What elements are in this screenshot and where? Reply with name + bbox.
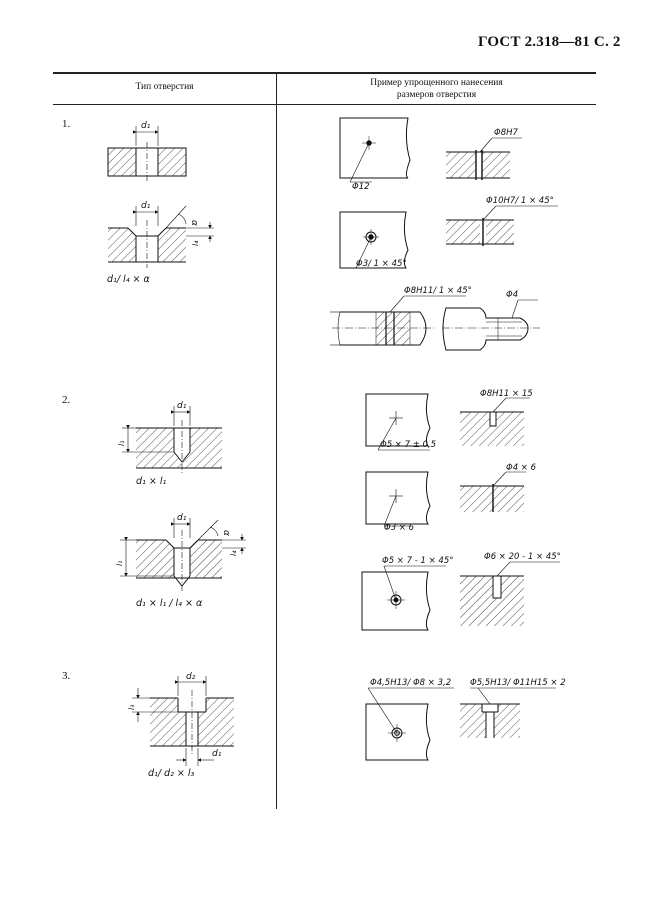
row1-label-alpha: α bbox=[189, 220, 199, 226]
row-number-2: 2. bbox=[62, 394, 71, 406]
row1-plain-hole-drawing bbox=[107, 126, 187, 182]
row1-example-b-plan bbox=[339, 211, 409, 269]
row2-blind-hole-drawing bbox=[122, 406, 222, 474]
row2-formula-csk: d₁ × l₁ / l₄ × α bbox=[136, 598, 203, 609]
row2-example-b-section bbox=[460, 471, 526, 512]
row3-example-a-right-label: Φ5,5H13/ Φ11H15 × 2 bbox=[470, 678, 566, 688]
row1-label-d1-top: d₁ bbox=[141, 121, 151, 131]
row2-example-a-left-label: Φ5 × 7 ± 0,5 bbox=[380, 440, 436, 450]
row2-label-d1-csk: d₁ bbox=[177, 513, 187, 523]
row2-label-l1-csk: l₁ bbox=[115, 561, 124, 566]
row1-example-a-right-label: Φ8H7 bbox=[494, 128, 518, 138]
row2-label-d1-top: d₁ bbox=[177, 401, 187, 411]
row2-example-c-right-label: Φ6 × 20 - 1 × 45° bbox=[484, 552, 561, 562]
row1-example-c-shaft bbox=[330, 295, 540, 351]
row2-example-b-left-label: Φ3 × 6 bbox=[384, 523, 415, 533]
row1-example-a-left-label: Φ12 bbox=[352, 182, 370, 192]
row1-example-c-left-label: Φ8H11/ 1 × 45° bbox=[404, 286, 472, 296]
row2-example-a-section bbox=[460, 397, 530, 446]
row2-label-l4: l₄ bbox=[229, 550, 238, 556]
row2-countersunk-blind-hole-drawing bbox=[120, 518, 246, 592]
row1-label-d1-csk: d₁ bbox=[141, 201, 151, 211]
row1-example-b-section bbox=[446, 205, 558, 246]
row1-countersunk-hole-drawing bbox=[108, 205, 214, 268]
page-header: ГОСТ 2.318—81 С. 2 bbox=[478, 34, 621, 50]
row1-example-c-right-label: Φ4 bbox=[506, 290, 518, 300]
row3-example-a-plan bbox=[365, 687, 454, 761]
row2-label-alpha: α bbox=[221, 530, 231, 536]
row1-example-b-left-label: Φ3/ 1 × 45° bbox=[356, 259, 407, 269]
row3-example-a-left-label: Φ4,5H13/ Φ8 × 3,2 bbox=[370, 678, 451, 688]
row2-example-a-plan bbox=[365, 393, 431, 451]
row3-example-a-section bbox=[460, 687, 556, 738]
row3-label-l3: l₃ bbox=[127, 705, 136, 710]
row1-formula: d₁/ l₄ × α bbox=[107, 274, 151, 285]
row2-formula-top: d₁ × l₁ bbox=[136, 476, 166, 487]
row1-example-a-section bbox=[446, 137, 522, 180]
column-header-type: Тип отверстия bbox=[135, 82, 194, 92]
row3-counterbore-hole-drawing bbox=[132, 676, 234, 766]
row2-example-b-right-label: Φ4 × 6 bbox=[506, 463, 537, 473]
row3-formula: d₁/ d₂ × l₃ bbox=[148, 768, 195, 779]
row1-example-b-right-label: Φ10H7/ 1 × 45° bbox=[486, 196, 554, 206]
column-header-example-line2: размеров отверстия bbox=[396, 90, 477, 100]
row2-example-b-plan bbox=[365, 471, 431, 527]
row2-example-c-left-label: Φ5 × 7 - 1 × 45° bbox=[382, 556, 454, 566]
row2-label-l1-top: l₁ bbox=[117, 441, 126, 446]
row-number-1: 1. bbox=[62, 118, 71, 130]
column-header-example: Пример упрощенного нанесения размеров от… bbox=[277, 77, 596, 101]
column-header-example-line1: Пример упрощенного нанесения bbox=[370, 78, 503, 88]
table-header-rule bbox=[53, 104, 596, 105]
row3-label-d2: d₂ bbox=[186, 672, 196, 682]
row-number-3: 3. bbox=[62, 670, 71, 682]
row2-example-a-right-label: Φ8H11 × 15 bbox=[480, 389, 533, 399]
table-column-divider bbox=[276, 72, 277, 809]
row2-example-c-plan bbox=[361, 565, 446, 631]
row3-label-d1: d₁ bbox=[212, 749, 222, 759]
row1-example-a-plan bbox=[339, 117, 411, 183]
row1-label-l4: l₄ bbox=[191, 240, 200, 246]
table-top-rule bbox=[53, 72, 596, 74]
row2-example-c-section bbox=[460, 561, 560, 626]
